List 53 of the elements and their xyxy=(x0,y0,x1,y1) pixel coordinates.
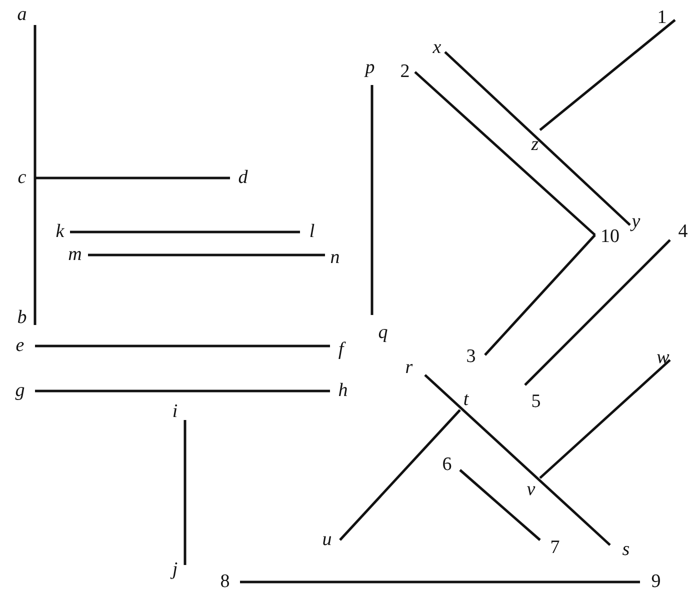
line-segment xyxy=(539,359,671,479)
point-label: z xyxy=(531,135,539,155)
line-segment xyxy=(34,25,36,325)
point-label: g xyxy=(15,381,25,401)
point-label: h xyxy=(338,381,348,401)
point-label: t xyxy=(463,390,469,410)
line-segment xyxy=(184,420,186,565)
line-segment xyxy=(240,580,640,584)
point-label: 10 xyxy=(600,227,620,247)
point-label: 7 xyxy=(550,538,560,558)
point-label: y xyxy=(632,212,640,232)
line-segment xyxy=(339,409,461,541)
line-segment xyxy=(444,51,631,226)
point-label: k xyxy=(56,222,64,242)
point-label: i xyxy=(172,402,178,422)
point-label: 2 xyxy=(400,62,410,82)
line-segment xyxy=(35,390,330,392)
point-label: q xyxy=(378,323,388,343)
line-segment xyxy=(414,71,596,236)
point-label: p xyxy=(365,58,375,78)
point-label: x xyxy=(432,38,442,58)
point-label: l xyxy=(309,222,315,242)
point-label: d xyxy=(238,168,248,188)
point-label: m xyxy=(68,245,82,265)
line-segment xyxy=(484,234,596,356)
point-label: 1 xyxy=(657,8,667,28)
point-label: 4 xyxy=(678,222,688,242)
point-label: n xyxy=(330,248,340,268)
point-label: u xyxy=(322,530,332,550)
line-segment xyxy=(88,254,325,256)
line-segment xyxy=(524,239,671,386)
point-label: 9 xyxy=(651,572,661,592)
point-label: f xyxy=(338,340,344,360)
point-label: b xyxy=(17,308,27,328)
point-label: 8 xyxy=(220,572,230,592)
line-segment xyxy=(459,469,541,541)
line-segment xyxy=(424,374,611,546)
point-label: e xyxy=(16,336,24,356)
point-label: 5 xyxy=(531,392,541,412)
point-label: 3 xyxy=(466,347,476,367)
point-label: 6 xyxy=(442,455,452,475)
line-segment xyxy=(70,230,300,234)
line-segment xyxy=(539,19,676,131)
point-label: s xyxy=(622,540,630,560)
point-label: a xyxy=(17,5,27,25)
point-label: c xyxy=(18,168,26,188)
point-label: j xyxy=(172,560,178,580)
line-segment xyxy=(35,176,230,180)
point-label: w xyxy=(656,348,670,368)
point-label: v xyxy=(526,480,536,500)
line-segment xyxy=(35,344,330,348)
line-segment xyxy=(370,85,374,315)
point-label: r xyxy=(405,358,413,378)
